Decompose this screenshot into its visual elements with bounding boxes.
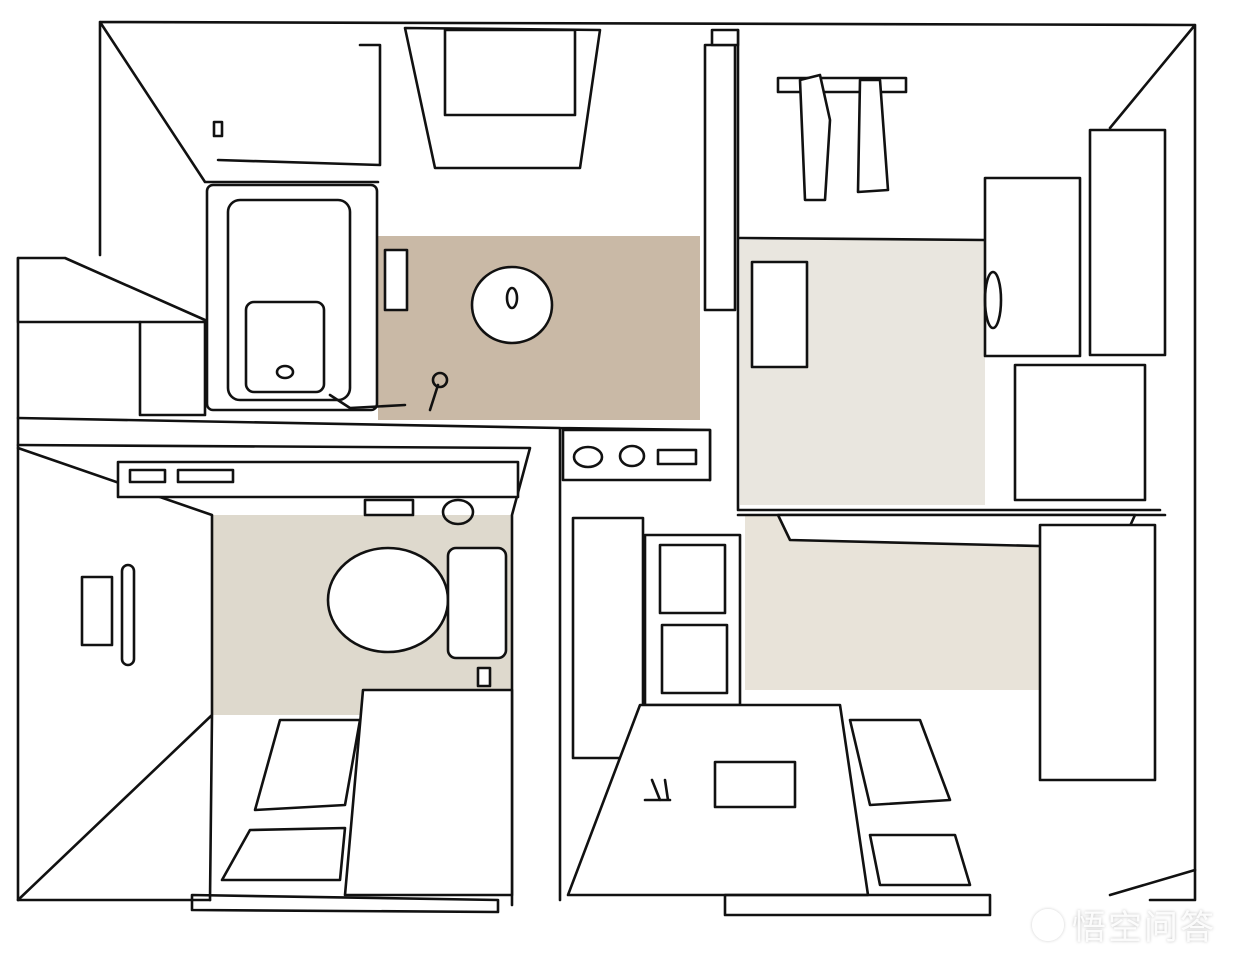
sink bbox=[470, 265, 554, 345]
stove bbox=[561, 428, 712, 482]
closet bbox=[1038, 523, 1157, 782]
left-cabinet bbox=[16, 256, 207, 417]
shoe-rack bbox=[713, 760, 797, 809]
watermark-logo-icon bbox=[1032, 908, 1064, 941]
faucet bbox=[328, 383, 440, 412]
left-wall-perspective bbox=[16, 446, 214, 902]
window-right bbox=[848, 718, 972, 887]
control-panel bbox=[80, 575, 114, 647]
bath-mat bbox=[750, 260, 809, 369]
towel-bar bbox=[776, 76, 908, 94]
watermark: 悟空问答 bbox=[1032, 900, 1216, 949]
toilet bbox=[326, 546, 450, 654]
entry-floor bbox=[343, 688, 514, 897]
laundry-cabinet bbox=[1013, 363, 1147, 502]
washing-machine bbox=[983, 176, 1082, 358]
range-hood bbox=[116, 460, 520, 499]
watermark-text: 悟空问答 bbox=[1072, 908, 1216, 948]
kitchen-cabinet bbox=[571, 516, 645, 760]
towel bbox=[798, 73, 832, 202]
outer-walls bbox=[16, 20, 1197, 902]
sliding-door bbox=[703, 43, 737, 312]
window-left bbox=[220, 718, 362, 882]
towel-rail bbox=[216, 43, 382, 167]
